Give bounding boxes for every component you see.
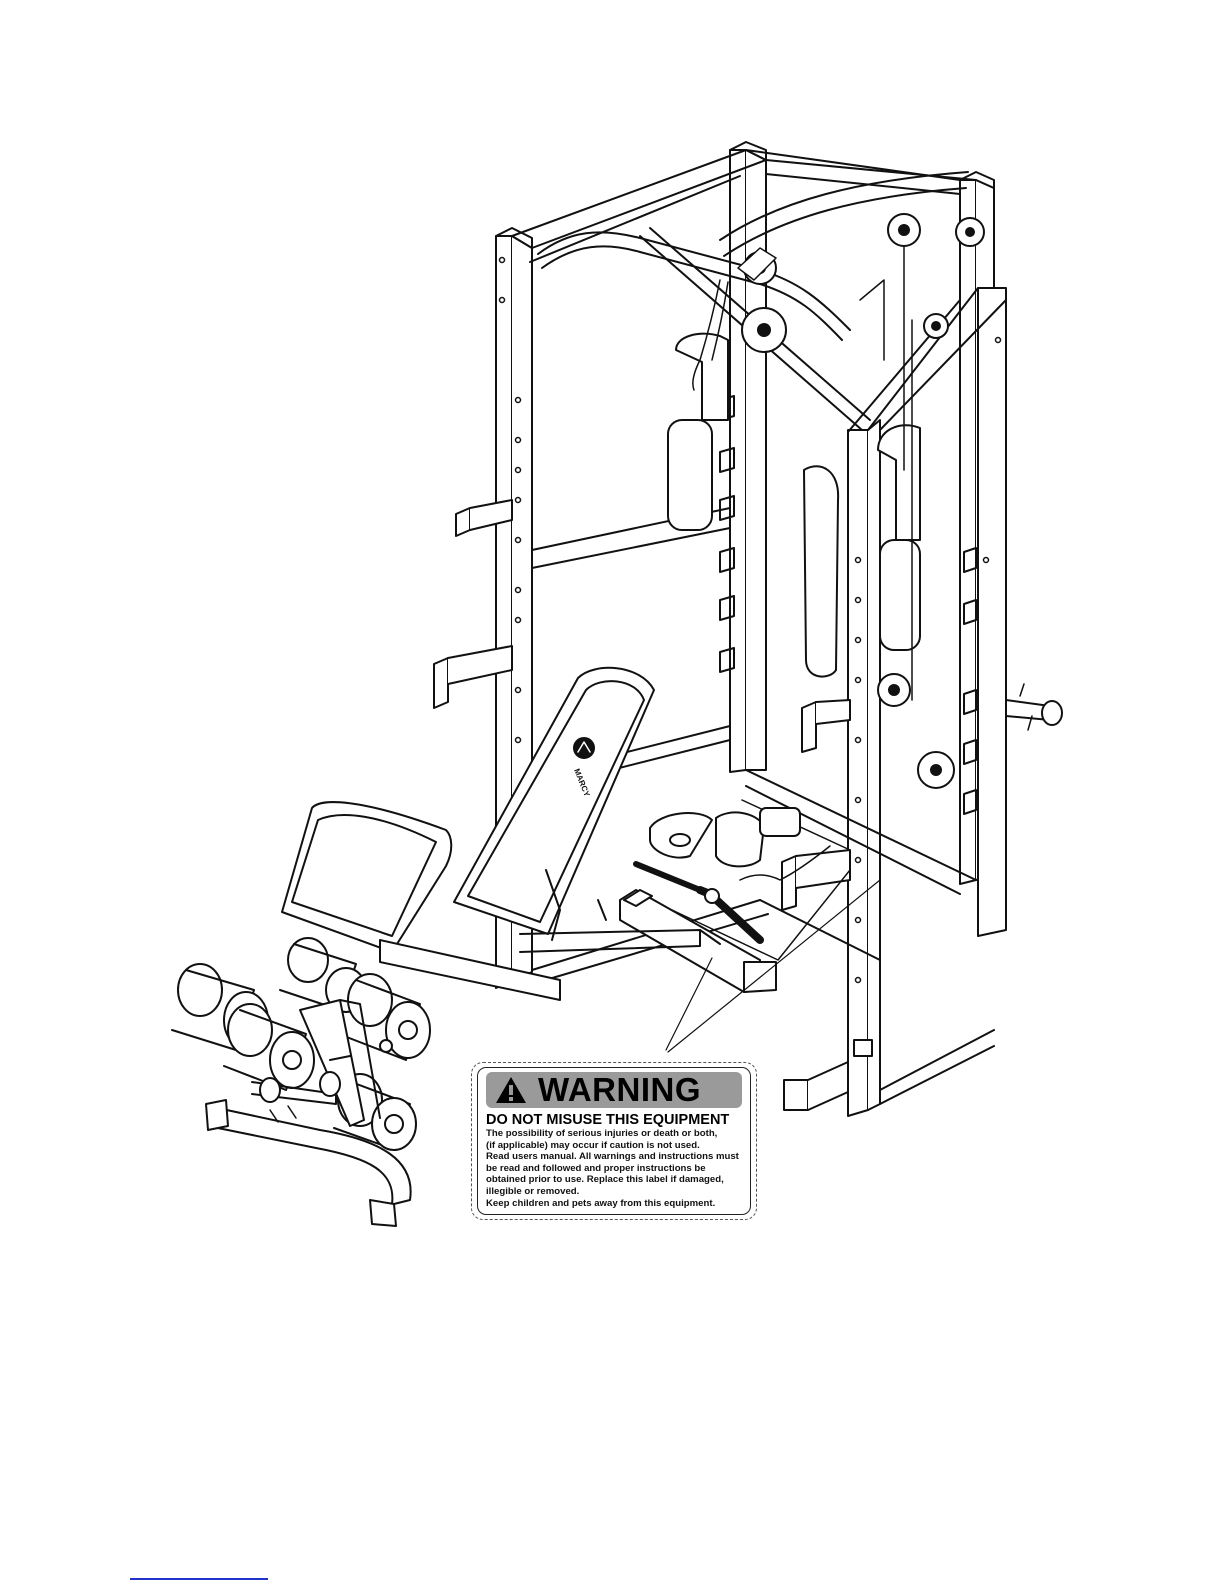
adjustable-bench: MARCY [171, 666, 721, 1227]
upright-holes [498, 256, 1002, 984]
accessories [633, 807, 801, 944]
warning-line: be read and followed and proper instruct… [486, 1162, 706, 1174]
warning-line: illegible or removed. [486, 1185, 580, 1197]
warning-line: (if applicable) may occur if caution is … [486, 1139, 700, 1151]
warning-header: WARNING [486, 1071, 742, 1108]
warning-line: The possibility of serious injuries or d… [486, 1128, 718, 1139]
warning-subtitle: DO NOT MISUSE THIS EQUIPMENT [486, 1112, 730, 1128]
label-pointer-lines [665, 879, 881, 1053]
weight-horn [1005, 683, 1063, 731]
footer-link-underline[interactable] [130, 1578, 268, 1580]
warning-triangle-icon [496, 1077, 526, 1103]
chains [692, 247, 831, 881]
warning-label: WARNING DO NOT MISUSE THIS EQUIPMENT The… [471, 1062, 757, 1220]
pulleys [741, 213, 985, 789]
warning-title: WARNING [538, 1071, 701, 1108]
safety-catches [433, 395, 977, 911]
warning-line: obtained prior to use. Replace this labe… [486, 1174, 724, 1186]
warning-line: Read users manual. All warnings and inst… [486, 1151, 739, 1163]
weight-posts [667, 332, 921, 678]
warning-line: Keep children and pets away from this eq… [486, 1197, 716, 1209]
